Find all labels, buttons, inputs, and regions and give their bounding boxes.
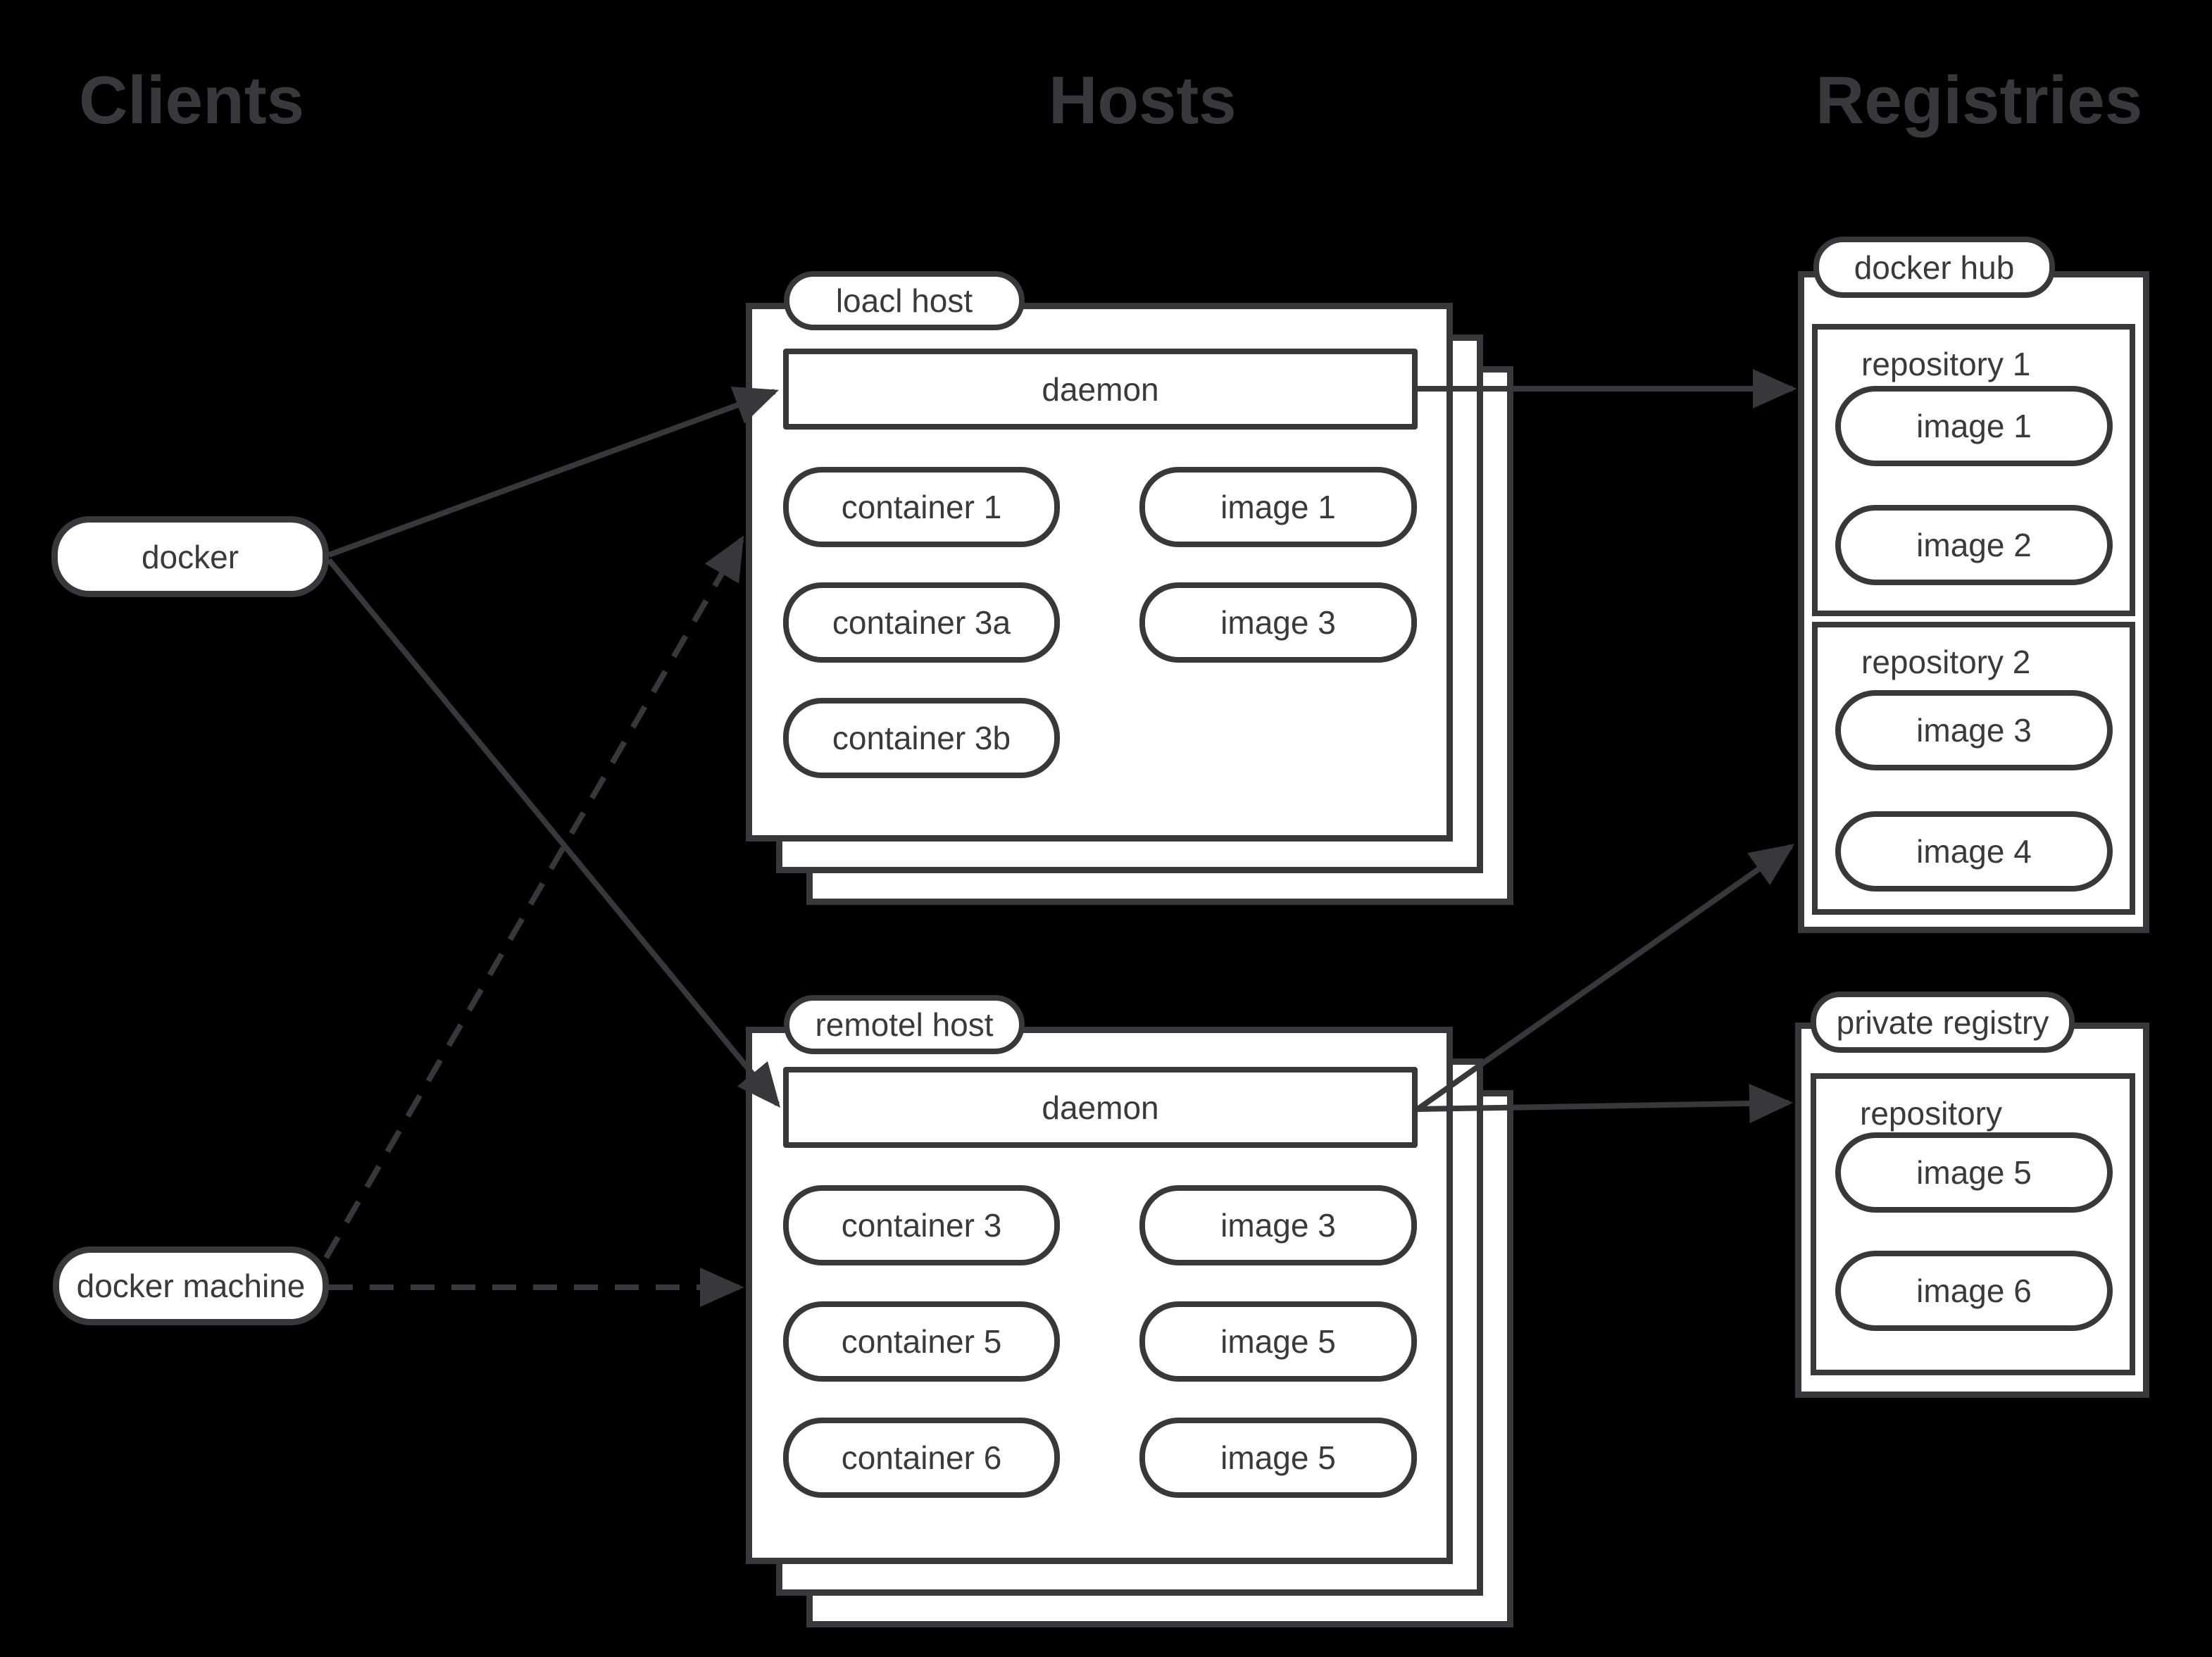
arrow-docker-to-local-daemon (327, 386, 780, 558)
arrow-remote-daemon-to-private-registry (1417, 1083, 1794, 1123)
remote-image-node: image 3 (1139, 1185, 1417, 1265)
local-host-tab: loacl host (784, 271, 1025, 330)
clients-column-header: Clients (79, 63, 305, 138)
registry-image-node: image 4 (1835, 811, 2113, 892)
arrow-remote-daemon-to-docker-hub (1416, 844, 1795, 1112)
remote-image-node: image 5 (1139, 1301, 1417, 1382)
repository-title: repository 2 (1861, 644, 2031, 680)
registry-image-node: image 6 (1835, 1251, 2113, 1331)
remote-container-node: container 3 (783, 1185, 1060, 1265)
registry-image-node: image 2 (1835, 505, 2113, 585)
local-image-node: image 3 (1139, 582, 1417, 663)
local-container-node: container 3a (783, 582, 1060, 663)
local-image-node: image 1 (1139, 467, 1417, 547)
remote-image-node: image 5 (1139, 1418, 1417, 1498)
arrow-docker-machine-to-local-host (323, 535, 744, 1260)
local-container-node: container 1 (783, 467, 1060, 547)
remote-container-node: container 6 (783, 1418, 1060, 1498)
local-daemon-box: daemon (783, 349, 1418, 430)
docker-client-node: docker (51, 516, 329, 597)
remote-daemon-box: daemon (783, 1067, 1418, 1148)
hosts-column-header: Hosts (1049, 63, 1237, 138)
repository-title: repository (1860, 1095, 2002, 1132)
docker-hub-tab: docker hub (1813, 237, 2055, 298)
docker-machine-client-node: docker machine (53, 1246, 329, 1325)
private-registry-tab: private registry (1811, 992, 2075, 1053)
repository-title: repository 1 (1861, 346, 2031, 382)
arrow-docker-to-remote-daemon (326, 558, 781, 1108)
remote-container-node: container 5 (783, 1301, 1060, 1382)
local-container-node: container 3b (783, 698, 1060, 778)
registry-image-node: image 3 (1835, 690, 2113, 770)
registry-image-node: image 1 (1835, 386, 2113, 466)
registry-image-node: image 5 (1835, 1132, 2113, 1213)
remote-host-tab: remotel host (784, 995, 1025, 1054)
registries-column-header: Registries (1816, 63, 2143, 138)
